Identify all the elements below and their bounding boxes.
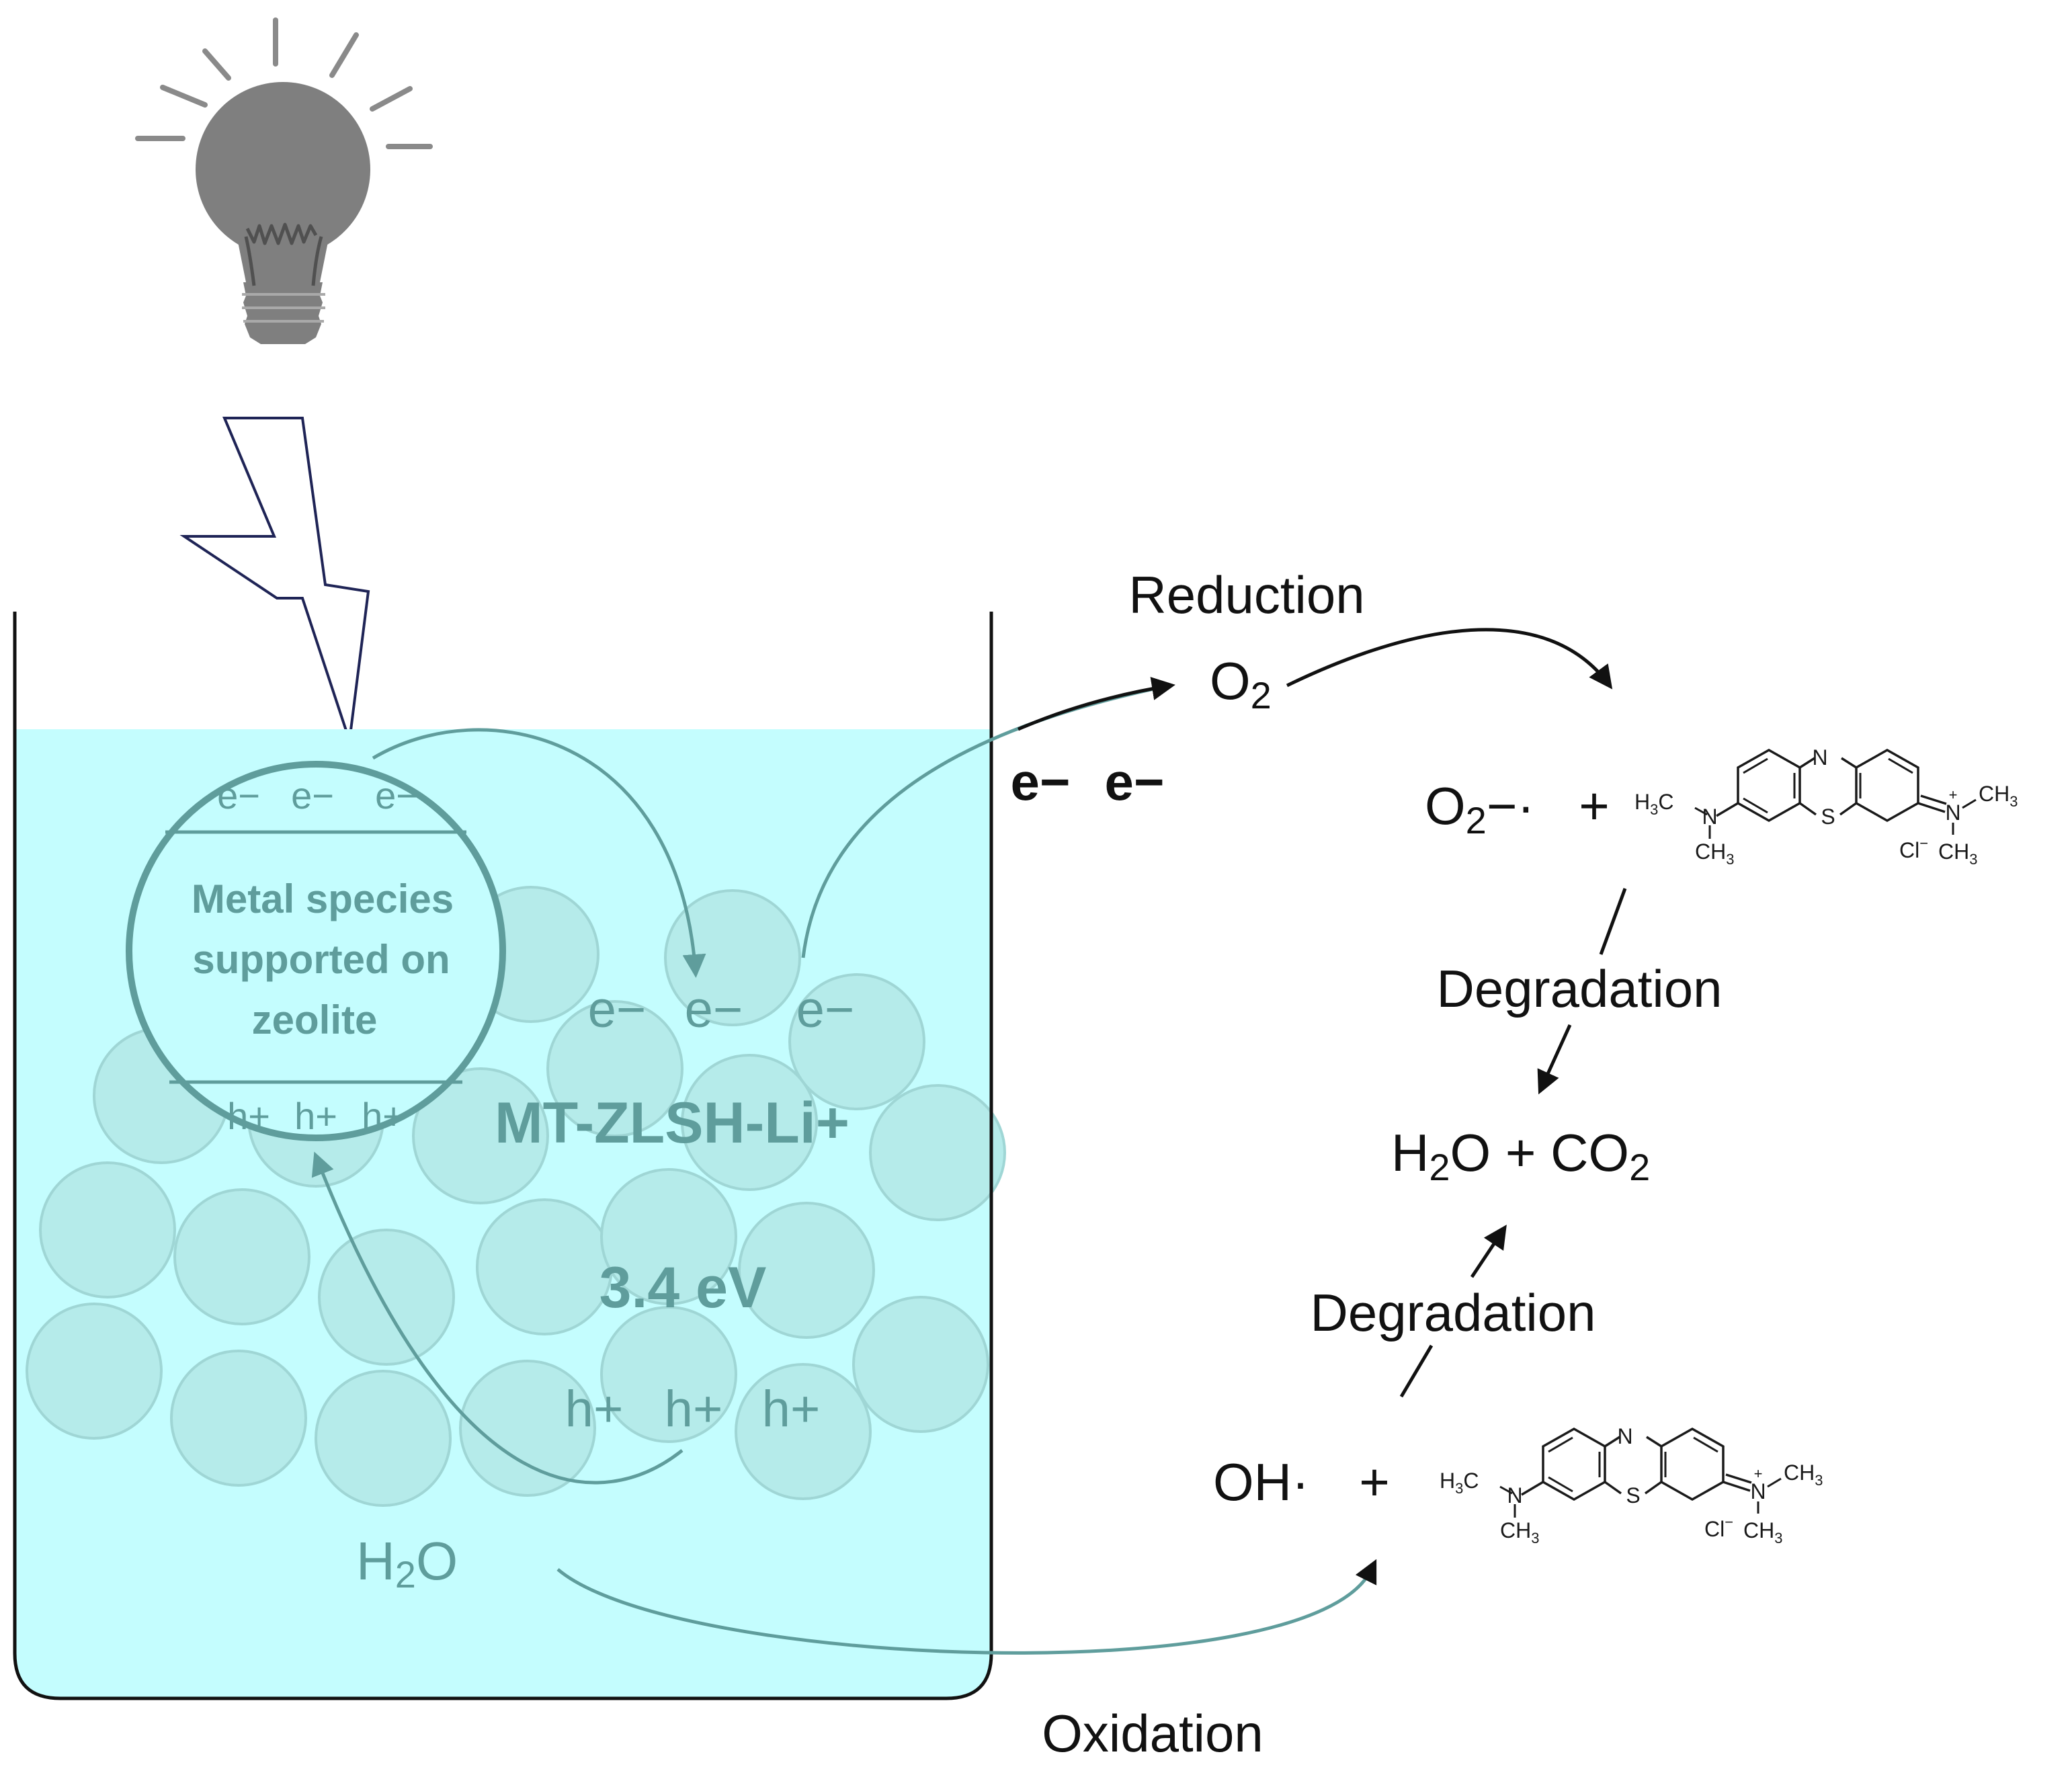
circle-electron: e− [375,774,418,817]
bulk-hole: h+ [762,1380,821,1438]
zeolite-particles [26,886,1006,1507]
degradation-arrow-top-head [1537,1024,1572,1095]
hole-transfer-arrow [311,1151,683,1485]
plus-sign-oxidation: + [1359,1452,1390,1512]
degradation-label-bottom: Degradation [1311,1283,1596,1342]
circle-electron: e− [217,774,260,817]
circle-hole: h+ [362,1095,405,1137]
circle-hole: h+ [294,1095,337,1137]
electron-transfer-arrow [372,728,706,978]
hydroxyl-radical-label: OH· [1213,1452,1309,1512]
plus-sign-reduction: + [1579,776,1610,835]
methylene-blue-structure-bottom [1438,1423,1825,1548]
bulk-electron: e− [588,981,647,1038]
catalyst-magnified-circle: e− e− e− Metal species supported on zeol… [126,761,506,1141]
water-label: H2O [356,1531,458,1596]
bulk-electron: e− [796,981,855,1038]
transfer-electron: e− [1011,752,1071,811]
lightning-bolt-icon [179,417,370,741]
bulk-hole: h+ [565,1380,624,1438]
final-products: H2O + CO2 [1391,1123,1650,1188]
bulk-hole: h+ [665,1380,723,1438]
band-gap: 3.4 eV [599,1255,767,1320]
circle-hole: h+ [227,1095,270,1137]
circle-label-line: supported on [192,937,450,982]
degradation-arrow-bottom-tail [1399,1344,1434,1398]
oxidation-arrow [556,1568,1373,1655]
bulk-electron: e− [685,981,743,1038]
degradation-label-top: Degradation [1437,959,1723,1018]
circle-label-line: zeolite [252,997,378,1042]
oxidation-label: Oxidation [1042,1704,1263,1763]
oxygen-label: O2 [1210,651,1272,716]
degradation-arrow-bottom-head [1470,1225,1507,1278]
beaker [13,612,1006,1700]
circle-label-line: Metal species [192,876,454,921]
superoxide-arrow [1286,628,1613,690]
transfer-electron: e− [1105,752,1165,811]
reduction-label: Reduction [1128,565,1364,624]
superoxide-label: O2−· [1425,776,1534,841]
light-bulb-icon [135,17,433,344]
methylene-blue-structure-top [1633,744,2020,869]
degradation-arrow-top-tail [1599,888,1627,955]
circle-electron: e− [291,774,334,817]
material-name: MT-ZLSH-Li+ [495,1091,849,1155]
